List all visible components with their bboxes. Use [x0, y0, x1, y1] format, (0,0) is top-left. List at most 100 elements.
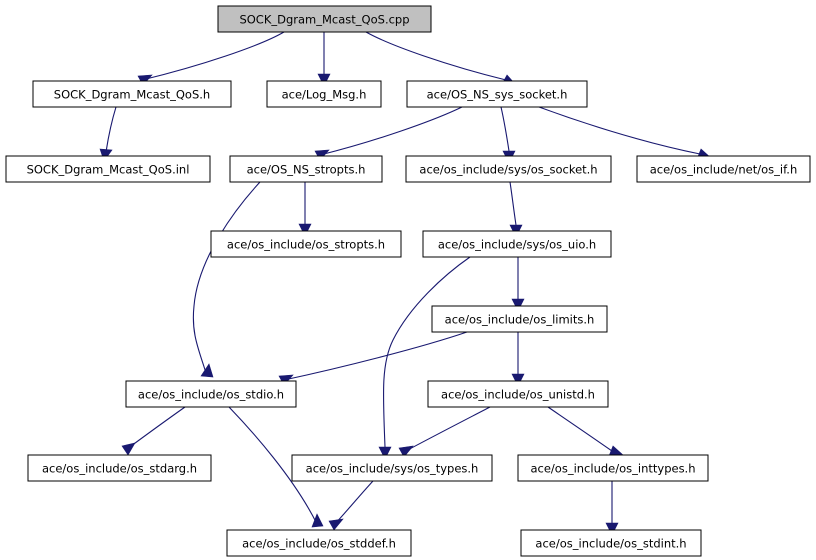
node-box[interactable] — [405, 155, 612, 183]
node-box[interactable] — [27, 454, 212, 482]
arrowhead-icon — [200, 363, 214, 378]
node-box[interactable] — [422, 230, 612, 258]
node-label: ace/os_include/os_stropts.h — [227, 238, 385, 252]
graph-node-n17[interactable]: ace/os_include/os_stdint.h — [520, 529, 702, 557]
arrowhead-icon — [511, 373, 525, 387]
node-box[interactable] — [266, 80, 382, 108]
node-label: ace/os_include/os_stdio.h — [138, 388, 284, 402]
node-box[interactable] — [217, 5, 432, 33]
node-box[interactable] — [125, 380, 297, 408]
graph-node-n16[interactable]: ace/os_include/os_stddef.h — [226, 529, 412, 557]
node-label: ace/os_include/sys/os_uio.h — [438, 238, 596, 252]
node-label: ace/os_include/os_unistd.h — [441, 388, 595, 402]
edge-n10-to-n11 — [278, 331, 468, 386]
edge-n0-to-n2 — [317, 32, 331, 87]
node-box[interactable] — [210, 230, 402, 258]
node-label: ace/OS_NS_stropts.h — [247, 163, 366, 177]
node-label: ace/os_include/os_stdint.h — [535, 537, 686, 551]
graph-node-n0[interactable]: SOCK_Dgram_Mcast_QoS.cpp — [217, 5, 432, 33]
arrowhead-icon — [605, 522, 619, 536]
nodes-layer: SOCK_Dgram_Mcast_QoS.cppSOCK_Dgram_Mcast… — [5, 5, 811, 557]
node-label: ace/os_include/sys/os_types.h — [306, 462, 479, 476]
node-label: ace/os_include/os_inttypes.h — [530, 462, 695, 476]
node-box[interactable] — [229, 155, 383, 183]
arrowhead-icon — [298, 223, 312, 237]
edge-line — [382, 256, 471, 448]
arrowhead-icon — [311, 513, 324, 528]
graph-node-n12[interactable]: ace/os_include/os_unistd.h — [427, 380, 609, 408]
edge-n3-to-n6 — [500, 106, 516, 164]
edge-n5-to-n8 — [298, 182, 312, 237]
node-box[interactable] — [5, 155, 211, 183]
edge-n11-to-n16 — [228, 406, 324, 528]
node-box[interactable] — [406, 80, 588, 108]
graph-node-n8[interactable]: ace/os_include/os_stropts.h — [210, 230, 402, 258]
arrowhead-icon — [398, 445, 414, 458]
graph-node-n11[interactable]: ace/os_include/os_stdio.h — [125, 380, 297, 408]
node-label: SOCK_Dgram_Mcast_QoS.inl — [27, 163, 190, 177]
graph-node-n13[interactable]: ace/os_include/os_stdarg.h — [27, 454, 212, 482]
edge-n10-to-n12 — [511, 332, 525, 387]
edge-line — [319, 106, 463, 156]
node-label: SOCK_Dgram_Mcast_QoS.cpp — [239, 13, 409, 27]
edge-line — [365, 31, 507, 81]
node-box[interactable] — [226, 529, 412, 557]
node-label: ace/os_include/os_stddef.h — [242, 537, 396, 551]
node-label: ace/os_include/net/os_if.h — [650, 163, 798, 177]
edge-line — [538, 106, 701, 155]
arrowhead-icon — [121, 442, 136, 456]
node-label: ace/OS_NS_sys_socket.h — [427, 88, 568, 102]
edge-n12-to-n15 — [547, 406, 624, 457]
node-box[interactable] — [291, 454, 493, 482]
edge-n0-to-n3 — [365, 31, 517, 86]
edge-n3-to-n7 — [538, 106, 712, 160]
arrowhead-icon — [378, 446, 392, 460]
graph-node-n6[interactable]: ace/os_include/sys/os_socket.h — [405, 155, 612, 183]
edge-line — [105, 106, 117, 153]
edge-n5-to-n11 — [192, 181, 261, 378]
graph-node-n9[interactable]: ace/os_include/sys/os_uio.h — [422, 230, 612, 258]
graph-node-n14[interactable]: ace/os_include/sys/os_types.h — [291, 454, 493, 482]
node-label: ace/Log_Msg.h — [282, 88, 367, 102]
graph-node-n5[interactable]: ace/OS_NS_stropts.h — [229, 155, 383, 183]
graph-node-n2[interactable]: ace/Log_Msg.h — [266, 80, 382, 108]
edge-n0-to-n1 — [137, 31, 285, 86]
edge-line — [126, 406, 186, 450]
edge-line — [547, 406, 613, 452]
edge-line — [141, 31, 285, 81]
edge-n9-to-n14 — [378, 256, 471, 460]
edge-line — [509, 181, 517, 226]
node-box[interactable] — [636, 155, 811, 183]
graph-node-n15[interactable]: ace/os_include/os_inttypes.h — [517, 454, 709, 482]
edge-line — [192, 181, 261, 374]
edge-n9-to-n10 — [511, 257, 525, 312]
node-label: SOCK_Dgram_Mcast_QoS.h — [54, 88, 210, 102]
graph-node-n4[interactable]: SOCK_Dgram_Mcast_QoS.inl — [5, 155, 211, 183]
edge-line — [228, 406, 318, 525]
node-box[interactable] — [431, 305, 608, 333]
edge-line — [333, 480, 374, 526]
edge-n12-to-n14 — [398, 406, 491, 458]
edge-n6-to-n9 — [509, 181, 523, 238]
arrowhead-icon — [317, 73, 331, 87]
graph-node-n1[interactable]: SOCK_Dgram_Mcast_QoS.h — [32, 80, 232, 108]
node-box[interactable] — [427, 380, 609, 408]
graph-node-n7[interactable]: ace/os_include/net/os_if.h — [636, 155, 811, 183]
edge-n3-to-n5 — [314, 106, 463, 161]
graph-node-n10[interactable]: ace/os_include/os_limits.h — [431, 305, 608, 333]
edge-line — [283, 331, 468, 381]
edge-line — [500, 106, 510, 152]
edge-n15-to-n17 — [605, 481, 619, 536]
edge-line — [403, 406, 491, 453]
edge-n1-to-n4 — [99, 106, 117, 162]
arrowhead-icon — [328, 518, 344, 531]
node-box[interactable] — [517, 454, 709, 482]
node-box[interactable] — [520, 529, 702, 557]
edge-n14-to-n16 — [328, 480, 374, 531]
node-label: ace/os_include/sys/os_socket.h — [419, 163, 597, 177]
node-box[interactable] — [32, 80, 232, 108]
graph-node-n3[interactable]: ace/OS_NS_sys_socket.h — [406, 80, 588, 108]
node-label: ace/os_include/os_limits.h — [445, 313, 595, 327]
